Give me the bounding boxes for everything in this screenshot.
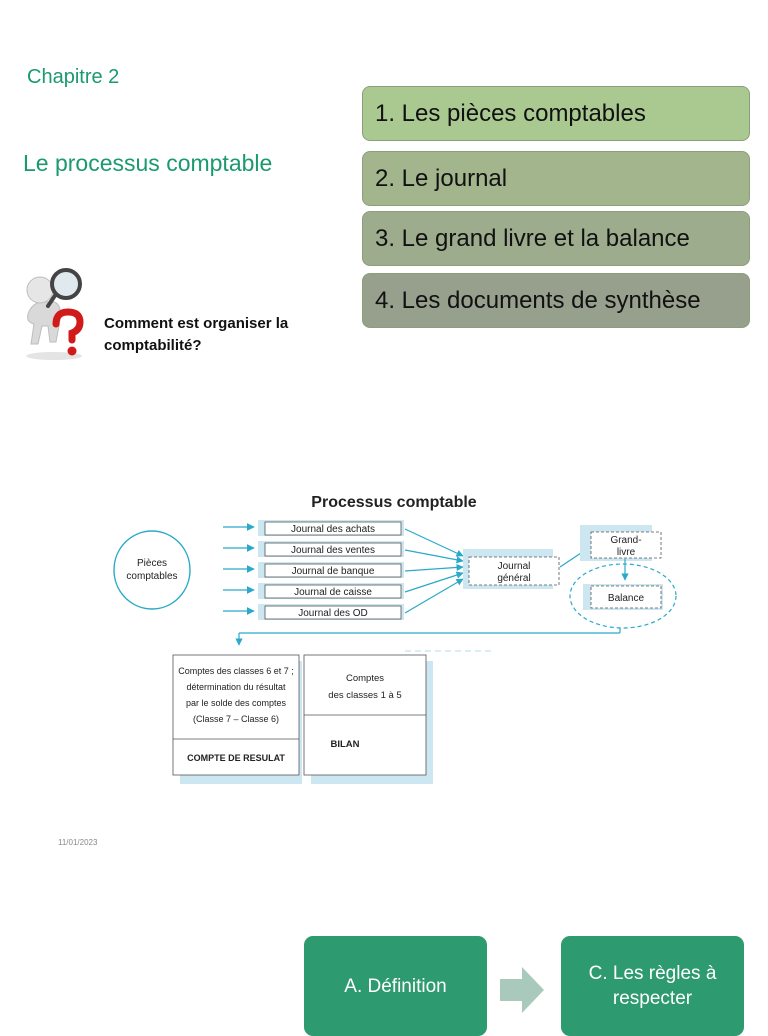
svg-text:COMPTE DE RESULAT: COMPTE DE RESULAT — [187, 753, 285, 763]
journal-label: Journal des achats — [291, 524, 375, 535]
menu-item-documents[interactable]: 4. Les documents de synthèse — [362, 273, 750, 328]
menu-item-label: 3. Le grand livre et la balance — [375, 224, 690, 252]
bilan-block: Comptes des classes 1 à 5 BILAN — [303, 654, 433, 784]
grand-livre-node: Grand- livre — [580, 525, 662, 561]
journal-label: Journal des ventes — [291, 545, 375, 556]
journal-od: Journal des OD — [258, 604, 404, 620]
process-diagram: Processus comptable Pièces comptables Jo… — [113, 494, 677, 784]
arrow-right-icon — [500, 967, 544, 1013]
svg-text:Grand-: Grand- — [610, 535, 641, 546]
svg-text:(Classe 7 – Classe 6): (Classe 7 – Classe 6) — [193, 714, 279, 724]
svg-text:livre: livre — [617, 547, 636, 558]
svg-text:détermination du résultat: détermination du résultat — [186, 682, 286, 692]
page-title: Le processus comptable — [23, 150, 273, 176]
compte-resultat-block: Comptes des classes 6 et 7 ; déterminati… — [172, 654, 302, 784]
svg-text:des classes 1 à 5: des classes 1 à 5 — [328, 690, 401, 701]
svg-text:BILAN: BILAN — [330, 739, 359, 750]
journal-label: Journal de banque — [292, 566, 375, 577]
slide-date: 11/01/2023 — [58, 838, 98, 847]
chapter-label: Chapitre 2 — [27, 66, 120, 88]
diagram-title: Processus comptable — [311, 494, 477, 511]
menu-item-label: 4. Les documents de synthèse — [375, 286, 701, 314]
journal-label: Journal des OD — [298, 608, 367, 619]
journal-label: Journal de caisse — [294, 587, 372, 598]
journal-caisse: Journal de caisse — [258, 583, 404, 599]
source-label: Pièces — [137, 558, 167, 569]
menu-item-journal[interactable]: 2. Le journal — [362, 151, 750, 206]
balance-node: Balance — [583, 584, 663, 610]
journal-banque: Journal de banque — [258, 562, 404, 578]
source-node — [113, 530, 191, 610]
source-label: comptables — [126, 571, 177, 582]
svg-text:par le solde des comptes: par le solde des comptes — [186, 698, 287, 708]
svg-text:Comptes des classes 6 et 7 ;: Comptes des classes 6 et 7 ; — [178, 666, 294, 676]
menu-item-label: 2. Le journal — [375, 164, 508, 192]
journal-achats: Journal des achats — [258, 520, 404, 536]
svg-text:Journal: Journal — [498, 561, 531, 572]
question-figure-icon — [26, 268, 84, 360]
journal-general-node: Journal général — [463, 549, 560, 589]
svg-text:Balance: Balance — [608, 593, 645, 604]
step-definition-button[interactable]: A. Définition — [304, 936, 487, 1036]
menu-item-grand-livre[interactable]: 3. Le grand livre et la balance — [362, 211, 750, 266]
step-regles-button[interactable]: C. Les règles à respecter — [561, 936, 744, 1036]
journal-ventes: Journal des ventes — [258, 541, 404, 557]
svg-text:général: général — [497, 573, 530, 584]
svg-text:Comptes: Comptes — [346, 673, 384, 684]
question-text: Comment est organiser la comptabilité? — [104, 315, 289, 354]
menu-item-pieces[interactable]: 1. Les pièces comptables — [362, 86, 750, 141]
menu-item-label: 1. Les pièces comptables — [375, 99, 646, 127]
